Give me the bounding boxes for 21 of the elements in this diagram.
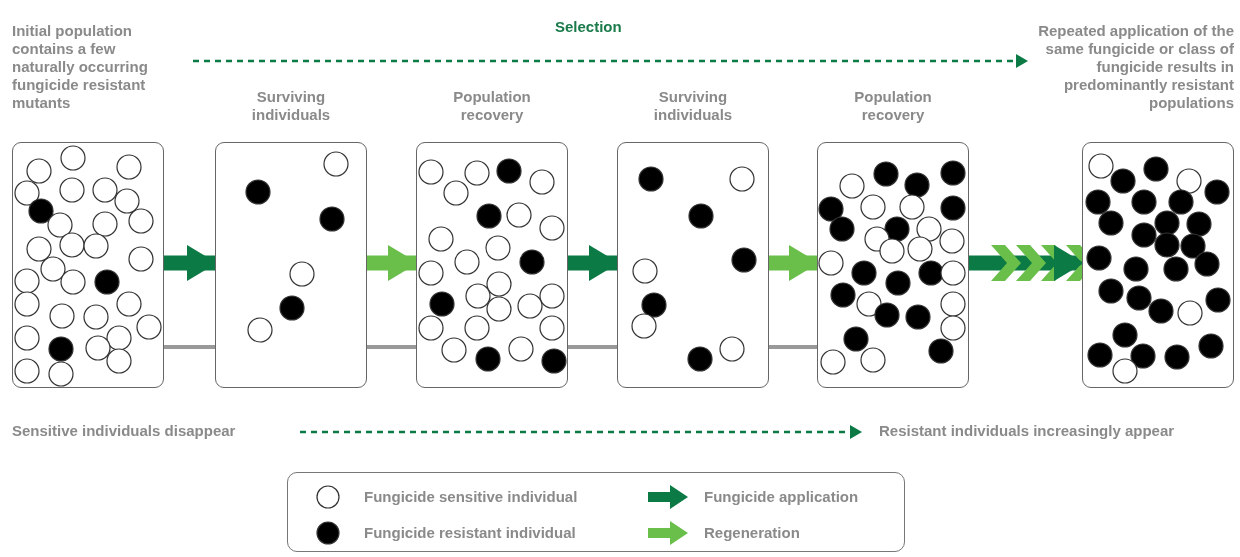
heading-text: Surviving individuals (652, 88, 734, 124)
arrow (769, 245, 819, 281)
arrow (367, 245, 418, 281)
heading-text: Population recovery (452, 88, 532, 124)
heading-text: Population recovery (853, 88, 933, 124)
connector-line (367, 345, 416, 349)
connector-line (164, 345, 215, 349)
legend-text: Fungicide resistant individual (364, 524, 576, 541)
title-label: Selection (555, 18, 622, 35)
arrow (164, 245, 217, 281)
heading-text: Surviving individuals (250, 88, 332, 124)
heading-text: Initial population contains a few naturally occurring fungicide resistant mutants (12, 22, 149, 112)
legend-text: Regeneration (704, 524, 800, 541)
connector-line (568, 345, 617, 349)
heading-text: Repeated application of the same fungicide or class of fungicide results in predominantly resistant populations (1037, 22, 1234, 112)
connector-line (769, 345, 817, 349)
legend-text: Fungicide application (704, 488, 859, 505)
note-text: Resistant individuals increasingly appear (879, 422, 1175, 439)
legend-text: Fungicide sensitive individual (364, 488, 578, 505)
note-text: Sensitive individuals disappear (12, 422, 236, 439)
arrow (568, 245, 619, 281)
